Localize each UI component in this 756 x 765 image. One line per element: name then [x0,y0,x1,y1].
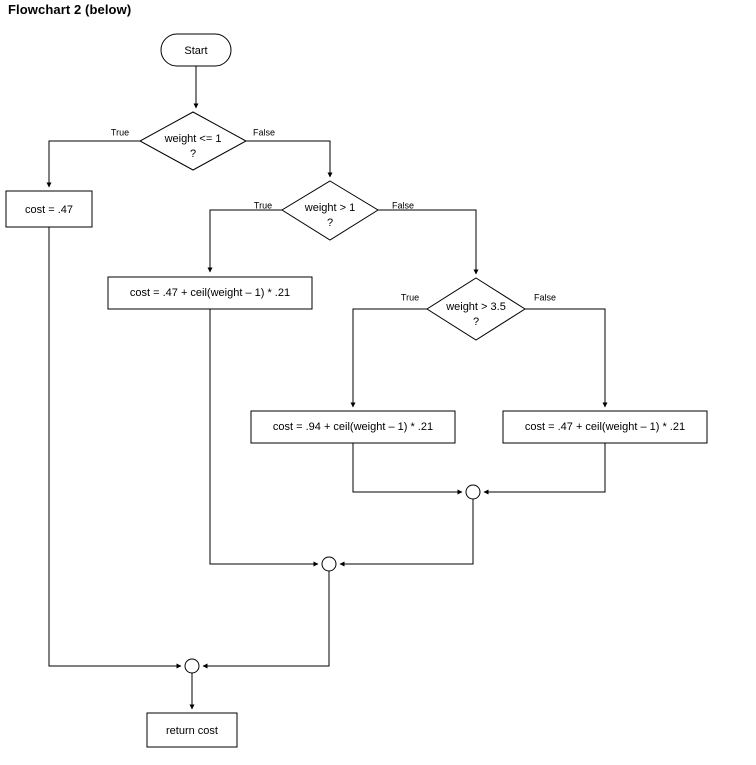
decision1-shape [138,111,248,171]
decision2-shape [281,180,379,241]
cost094ceil-label: cost = .94 + ceil(weight – 1) * .21 [273,421,433,433]
node-process-cost-094-ceil[interactable]: cost = .94 + ceil(weight – 1) * .21 [250,410,456,444]
junctions-layer [184,484,481,674]
edge-label-decision1-true: True [111,127,129,137]
node-process-return-cost[interactable]: return cost [146,712,238,748]
cost047ceil2-shape [502,410,708,444]
node-process-cost-047-ceil-right[interactable]: cost = .47 + ceil(weight – 1) * .21 [502,410,708,444]
page-title: Flowchart 2 (below) [8,2,132,17]
edge-decision3-true-to-box94 [350,308,427,408]
node-start[interactable]: Start [160,33,232,67]
edge-decision1-false-to-decision2 [246,140,333,178]
junction-merge-low [465,484,481,500]
decision3-label-2: ? [473,316,479,328]
edge-label-decision2-false: False [392,200,414,210]
cost047-label: cost = .47 [25,204,73,216]
edge-merge-low-to-merge-mid [339,499,474,567]
edge-merge-mid-to-merge-top [202,571,330,669]
cost047ceil1-label: cost = .47 + ceil(weight – 1) * .21 [130,287,290,299]
decision1-label: weight <= 1 [164,133,222,145]
nodes-layer: Start weight <= 1 ? cost = .47 weight > … [5,33,708,748]
decision3-shape [426,277,526,341]
start-shape [160,33,232,67]
junction-merge-top [184,658,200,674]
cost047ceil1-shape [107,276,313,310]
node-decision-weight-gt-1[interactable]: weight > 1 ? [281,180,379,241]
decision1-label-2: ? [190,148,196,160]
edge-label-decision3-true: True [401,292,419,302]
cost047ceil2-label: cost = .47 + ceil(weight – 1) * .21 [525,421,685,433]
edge-decision3-false-to-box47 [525,308,608,408]
edge-label-decision3-false: False [534,292,556,302]
node-process-cost-047[interactable]: cost = .47 [5,190,93,228]
edge-decision1-true-to-cost047 [46,140,140,188]
junction-merge-mid [321,556,337,572]
edge-decision2-false-to-decision3 [378,209,479,275]
start-label: Start [184,45,207,57]
node-process-cost-047-ceil[interactable]: cost = .47 + ceil(weight – 1) * .21 [107,276,313,310]
edge-box94-to-merge-low [352,443,463,495]
edge-box1-to-merge-mid [209,308,319,567]
edge-box47-to-merge-low [483,443,606,495]
cost094ceil-shape [250,410,456,444]
returncost-shape [146,712,238,748]
edge-label-decision2-true: True [254,200,272,210]
node-decision-weight-gt-35[interactable]: weight > 3.5 ? [426,277,526,341]
edges-layer [46,66,608,710]
decision2-label-2: ? [327,217,333,229]
decision3-label: weight > 3.5 [445,301,506,313]
edge-labels-layer: True False True False True False [111,127,556,302]
decision2-label: weight > 1 [304,202,355,214]
returncost-label: return cost [166,725,218,737]
edge-decision2-true-to-box1 [207,209,282,273]
edge-cost047-to-merge-top [48,227,182,669]
node-decision-weight-le-1[interactable]: weight <= 1 ? [138,111,248,171]
edge-label-decision1-false: False [253,127,275,137]
cost047-shape [5,190,93,228]
